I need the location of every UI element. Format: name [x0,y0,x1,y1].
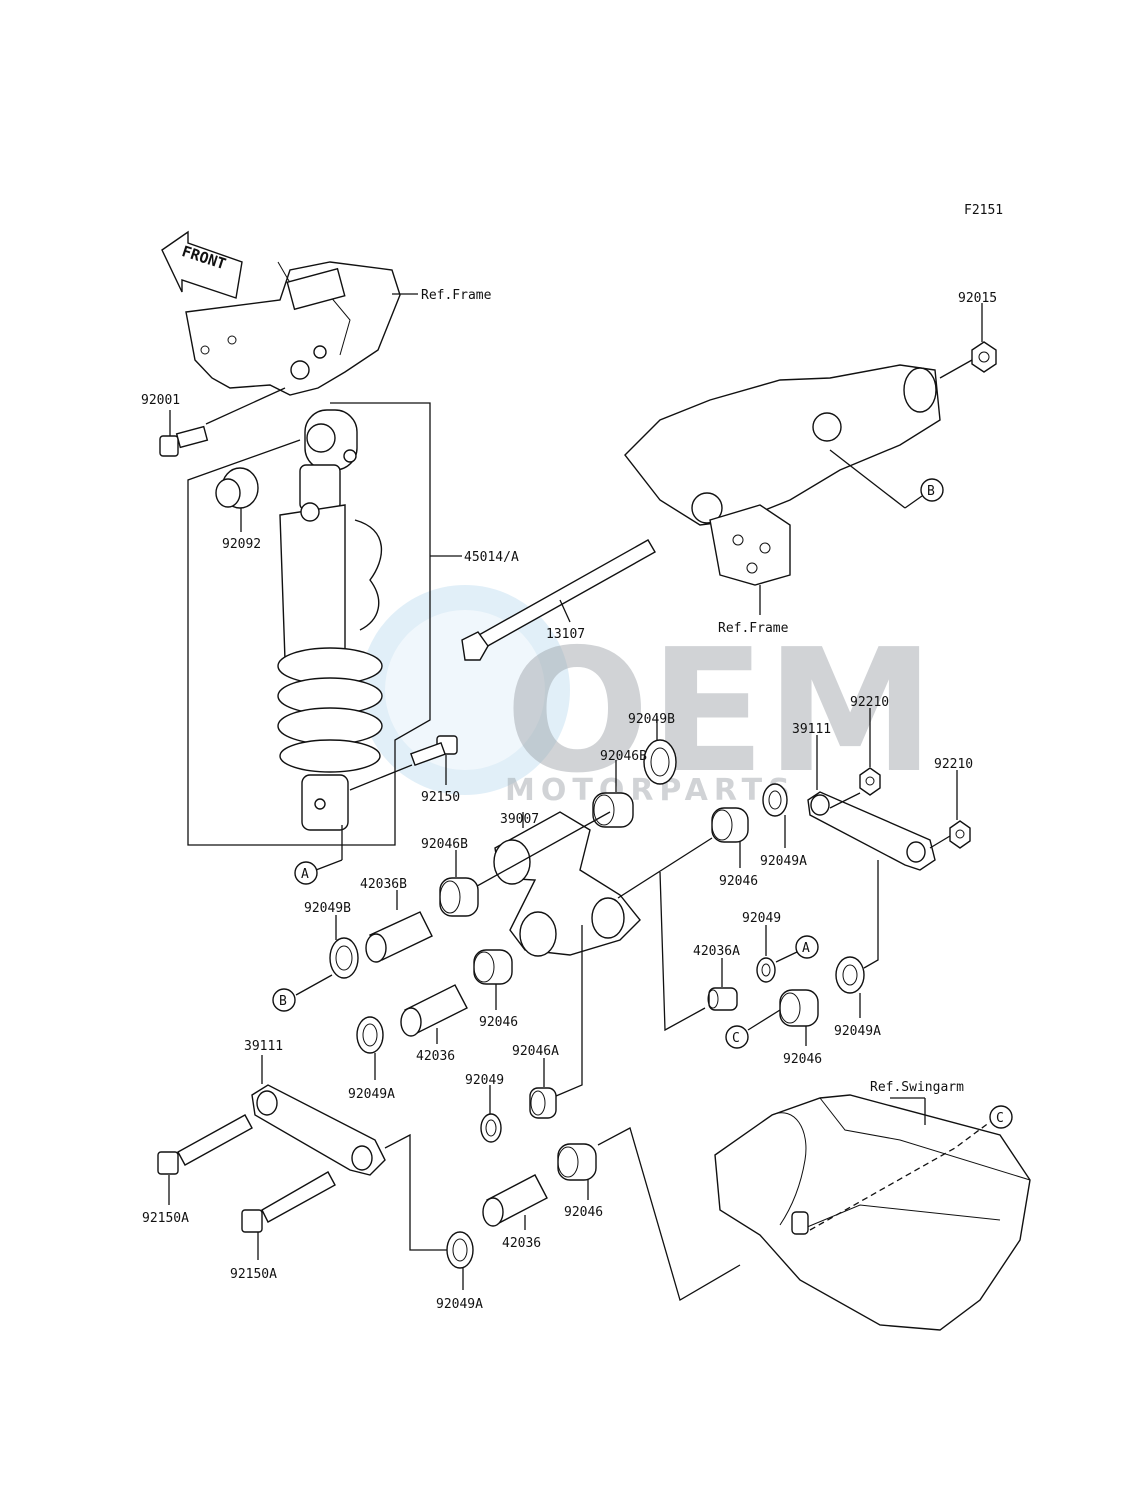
marker-a-right: A [795,935,819,959]
label-39111-right: 39111 [792,722,831,737]
label-92049-mid: 92049 [465,1073,504,1088]
bearing-92046-mid [473,949,513,985]
label-92150A-1: 92150A [142,1211,189,1226]
label-92049B-top: 92049B [628,712,675,727]
label-42036-bottom: 42036 [502,1236,541,1251]
bearing-92046-right-2 [779,989,819,1027]
nut-92210-1 [859,767,881,796]
label-92046-mid: 92046 [479,1015,518,1030]
marker-c-left: C [725,1025,749,1049]
frame-bracket-top: Ref.Frame [185,261,492,396]
leader-92046A [555,925,583,1097]
front-arrow-icon: FRONT [161,230,243,299]
svg-text:C: C [996,1111,1004,1126]
collar-42036-bottom [482,1174,548,1227]
rear-shock-absorber [277,409,383,831]
seal-92049A-mid [356,1016,384,1054]
svg-text:B: B [927,484,935,499]
tie-rod-39111-left [251,1084,386,1176]
bolt-92150A-2 [241,1171,336,1233]
marker-b-left: B [272,988,296,1012]
label-92210-1: 92210 [850,695,889,710]
bushing-92092 [215,467,259,509]
bearing-92046B-top [592,792,634,828]
bearing-92046-bottom [557,1143,597,1181]
marker-c-right: C [989,1105,1013,1129]
marker-b-right: B [920,478,944,502]
label-92049A-bottom: 92049A [436,1297,483,1312]
collar-42036A [707,987,738,1011]
seal-92049A-right-1 [762,783,788,817]
nut-92015 [939,341,997,379]
label-92046B-left: 92046B [421,837,468,852]
label-92049A-mid: 92049A [348,1087,395,1102]
collar-42036-mid [400,984,468,1037]
label-39111-left: 39111 [244,1039,283,1054]
ref-swingarm: Ref.Swingarm [870,1080,964,1095]
label-42036A: 42036A [693,944,740,959]
svg-text:A: A [802,941,810,956]
seal-92049-right [756,957,776,983]
label-92092: 92092 [222,537,261,552]
bearing-92046-right-1 [711,807,749,843]
label-92049A-right-1: 92049A [760,854,807,869]
label-42036-mid: 42036 [416,1049,455,1064]
label-92001: 92001 [141,393,180,408]
label-13107: 13107 [546,627,585,642]
shock-kit-bracket [187,402,431,846]
label-92046-right-2: 92046 [783,1052,822,1067]
frame-pivot-right: Ref.Frame [624,364,941,636]
ref-frame-right: Ref.Frame [718,621,789,636]
label-92046-right-1: 92046 [719,874,758,889]
label-92210-2: 92210 [934,757,973,772]
label-92150A-2: 92150A [230,1267,277,1282]
label-92049B-left: 92049B [304,901,351,916]
svg-text:C: C [732,1031,740,1046]
label-92046A: 92046A [512,1044,559,1059]
label-92150: 92150 [421,790,460,805]
label-92046B-top: 92046B [600,749,647,764]
swingarm: Ref.Swingarm [714,1080,1031,1331]
label-39007: 39007 [500,812,539,827]
svg-text:A: A [301,867,309,882]
bolt-92150 [349,735,458,791]
ref-frame-top: Ref.Frame [421,288,492,303]
marker-a-left: A [294,861,318,885]
bolt-92001 [159,387,286,457]
label-92046-bottom: 92046 [564,1205,603,1220]
label-42036B: 42036B [360,877,407,892]
label-45014A: 45014/A [464,550,519,565]
seal-92049B-top [643,739,677,785]
rocker-arm-39007 [493,811,641,957]
svg-text:B: B [279,994,287,1009]
label-92015: 92015 [958,291,997,306]
label-92049-right: 92049 [742,911,781,926]
seal-92049A-right-2 [835,956,865,994]
seal-92049A-bottom [446,1231,474,1269]
tie-rod-39111-right [807,791,936,871]
bolt-92150A-1 [157,1114,253,1175]
bearing-92046A [529,1087,557,1119]
label-92049A-right-2: 92049A [834,1024,881,1039]
collar-42036B [365,911,433,963]
watermark-motorparts: MOTORPARTS [505,773,796,808]
figure-id: F2151 [964,203,1003,218]
seal-92049B-left [329,937,359,979]
nut-92210-2 [949,820,971,849]
bearing-92046B-left [439,877,479,917]
seal-92049-mid [480,1113,502,1143]
shaft-13107 [461,539,656,661]
